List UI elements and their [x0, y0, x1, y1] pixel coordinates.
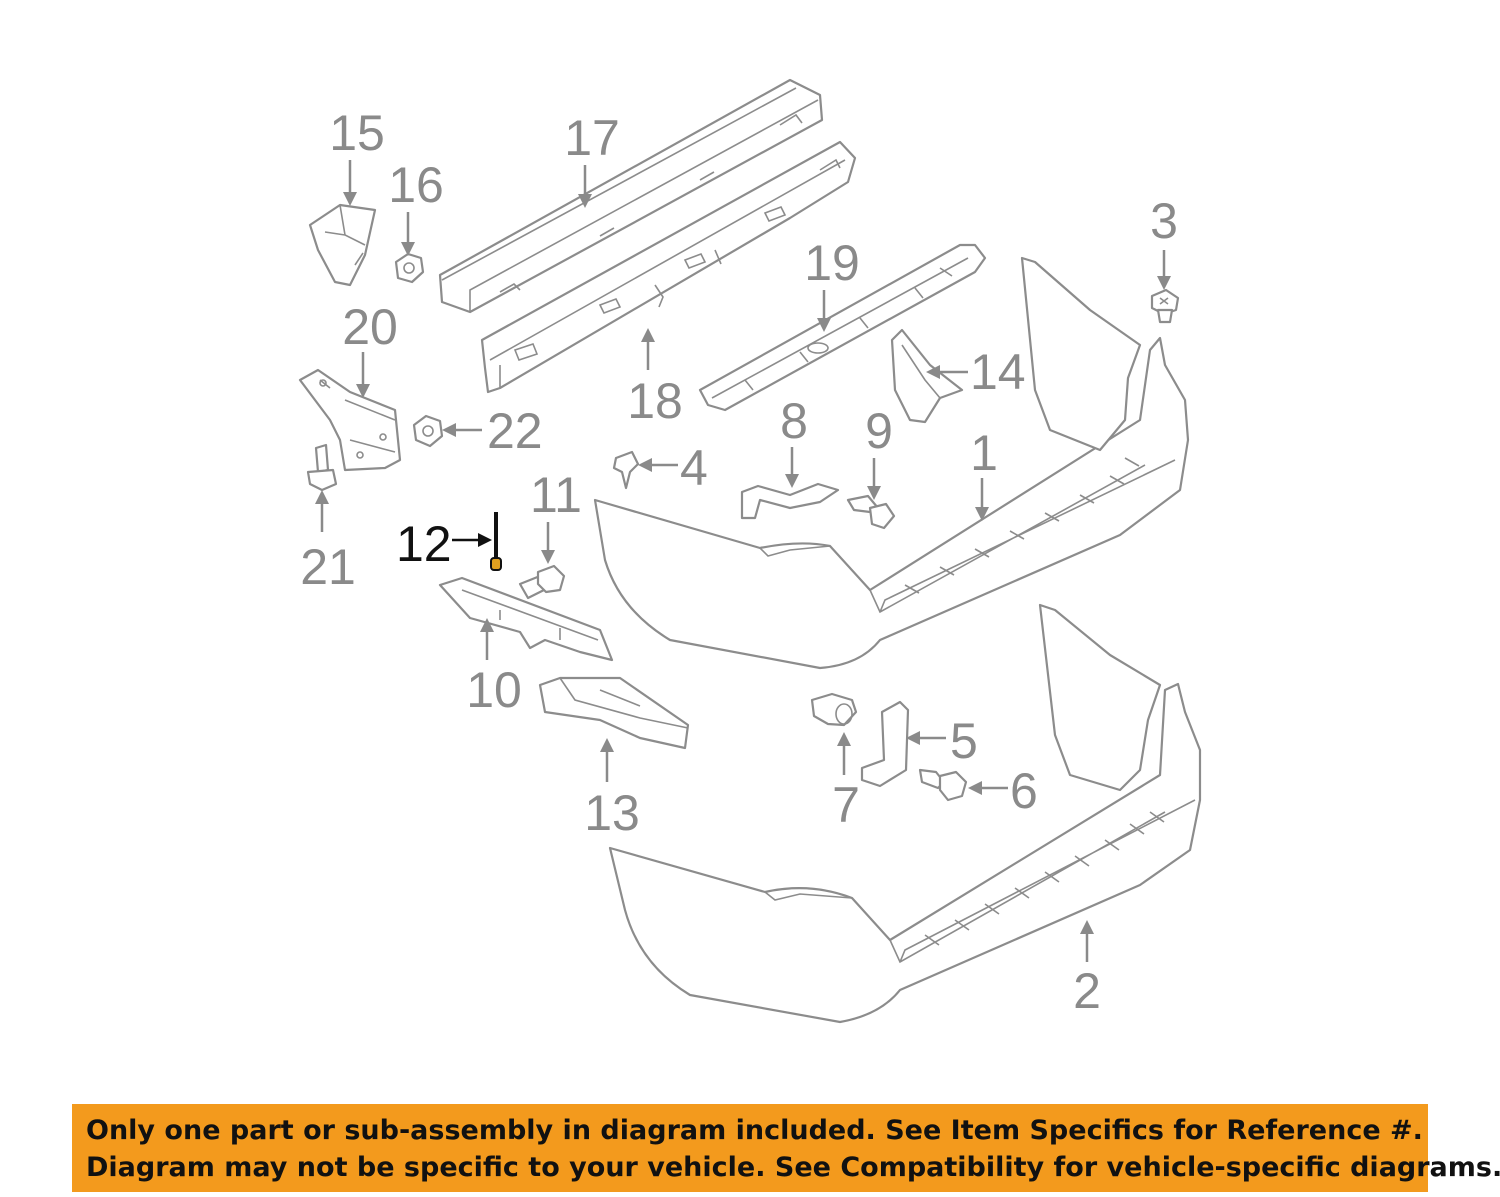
disclaimer-banner: Only one part or sub-assembly in diagram…	[72, 1104, 1500, 1192]
callout-15: 15	[329, 105, 385, 161]
callout-21: 21	[300, 539, 356, 595]
leader-arrow-9	[867, 458, 881, 500]
part-10-side-bracket	[438, 576, 614, 662]
callout-16: 16	[388, 157, 444, 213]
part-18-energy-absorber	[480, 140, 857, 394]
leader-arrow-20	[356, 352, 370, 398]
callout-20: 20	[342, 299, 398, 355]
leader-arrow-6	[968, 781, 1008, 795]
callout-9: 9	[865, 403, 893, 459]
part-13-lower-bracket	[538, 676, 690, 750]
leader-arrow-5	[906, 731, 946, 745]
disclaimer-line-2: Diagram may not be specific to your vehi…	[86, 1152, 1500, 1183]
leader-arrow-16	[401, 212, 415, 256]
part-2-bumper-cover	[608, 603, 1202, 1024]
callout-14: 14	[970, 344, 1026, 400]
part-1-bumper-cover	[593, 256, 1190, 670]
callout-13: 13	[584, 785, 640, 841]
part-5-bracket	[860, 700, 910, 788]
leader-arrow-4	[638, 458, 678, 472]
exploded-parts-diagram: 15 16 17 19 20 18 22 3 14 8 9 1 4 11 12 …	[298, 78, 1202, 1024]
callout-22: 22	[487, 403, 543, 459]
callout-8: 8	[780, 393, 808, 449]
leader-arrow-13	[600, 738, 614, 782]
part-20-side-bracket	[298, 368, 402, 472]
disclaimer-line-1: Only one part or sub-assembly in diagram…	[86, 1115, 1423, 1146]
leader-arrow-8	[785, 447, 799, 488]
leader-arrows	[315, 160, 1171, 962]
leader-arrow-7	[837, 732, 851, 775]
part-16-nut	[394, 252, 425, 284]
part-3-fastener	[1150, 288, 1180, 324]
callout-7: 7	[832, 777, 860, 833]
leader-arrow-1	[975, 478, 989, 521]
part-12-pin-highlighted	[490, 512, 502, 571]
part-4-push-clip	[612, 450, 640, 490]
leader-arrow-11	[541, 522, 555, 564]
callout-11: 11	[530, 467, 582, 523]
leader-arrow-10	[480, 618, 494, 660]
callout-10: 10	[466, 662, 522, 718]
callout-17: 17	[564, 110, 620, 166]
part-14-side-shield	[890, 328, 964, 424]
callout-18: 18	[627, 373, 683, 429]
callout-4: 4	[680, 440, 708, 496]
callout-19: 19	[804, 235, 860, 291]
part-15-bracket	[308, 203, 377, 287]
leader-arrow-3	[1157, 250, 1171, 290]
leader-arrow-15	[343, 160, 357, 206]
part-8-bracket	[740, 482, 840, 520]
part-6-screw	[918, 768, 968, 802]
leader-arrow-2	[1080, 920, 1094, 962]
part-19-bracket-strip	[698, 243, 987, 412]
leader-arrow-22	[442, 423, 482, 437]
callout-6: 6	[1010, 763, 1038, 819]
callout-2: 2	[1073, 963, 1101, 1019]
callout-labels: 15 16 17 19 20 18 22 3 14 8 9 1 4 11 12 …	[300, 105, 1178, 1019]
part-22-nut	[412, 414, 444, 448]
leader-arrow-19	[817, 290, 831, 332]
callout-3: 3	[1150, 193, 1178, 249]
leader-arrow-18	[641, 328, 655, 370]
callout-12-highlighted: 12	[396, 516, 452, 572]
leader-arrow-17	[578, 165, 592, 208]
part-7-clip	[810, 692, 858, 727]
part-21-bolt	[306, 443, 338, 492]
callout-1: 1	[970, 425, 998, 481]
callout-5: 5	[950, 713, 978, 769]
leader-arrow-14	[926, 365, 968, 379]
leader-arrow-12-highlighted	[452, 533, 492, 547]
part-9-screw	[846, 494, 896, 530]
leader-arrow-21	[315, 490, 329, 532]
part-11-bolt	[518, 564, 566, 600]
part-17-reinforcement-beam	[438, 78, 824, 314]
